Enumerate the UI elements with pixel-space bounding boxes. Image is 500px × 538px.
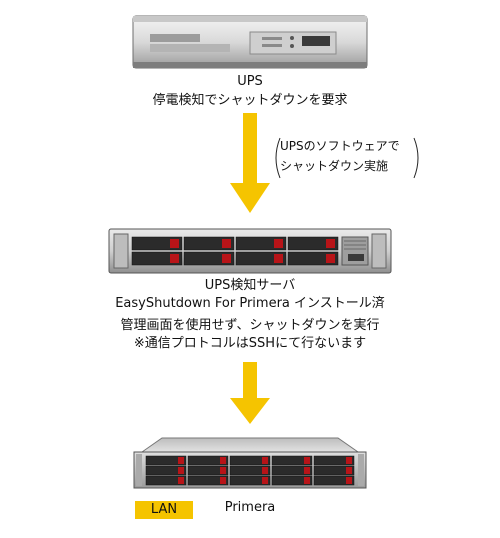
flow-arrow-bottom — [230, 362, 270, 424]
note-bracket — [272, 136, 422, 180]
lan-label: LAN — [150, 502, 178, 517]
ups-description: 停電検知でシャットダウンを要求 — [152, 93, 348, 108]
storage-label: Primera — [224, 500, 276, 515]
server-label: UPS検知サーバ — [204, 278, 296, 293]
ups-device — [132, 14, 368, 70]
ups-label: UPS — [237, 74, 263, 89]
note-line-1: UPSのソフトウェアで — [280, 139, 400, 153]
flow-arrow-top — [230, 113, 270, 213]
server-description-1: 管理画面を使用せず、シャットダウンを実行 — [120, 318, 380, 333]
server-device — [108, 228, 392, 274]
storage-device — [132, 436, 368, 490]
lan-badge: LAN — [135, 501, 193, 519]
note-line-2: シャットダウン実施 — [280, 159, 389, 173]
server-software: EasyShutdown For Primera インストール済 — [115, 296, 385, 311]
server-description-2: ※通信プロトコルはSSHにて行ないます — [133, 336, 367, 351]
